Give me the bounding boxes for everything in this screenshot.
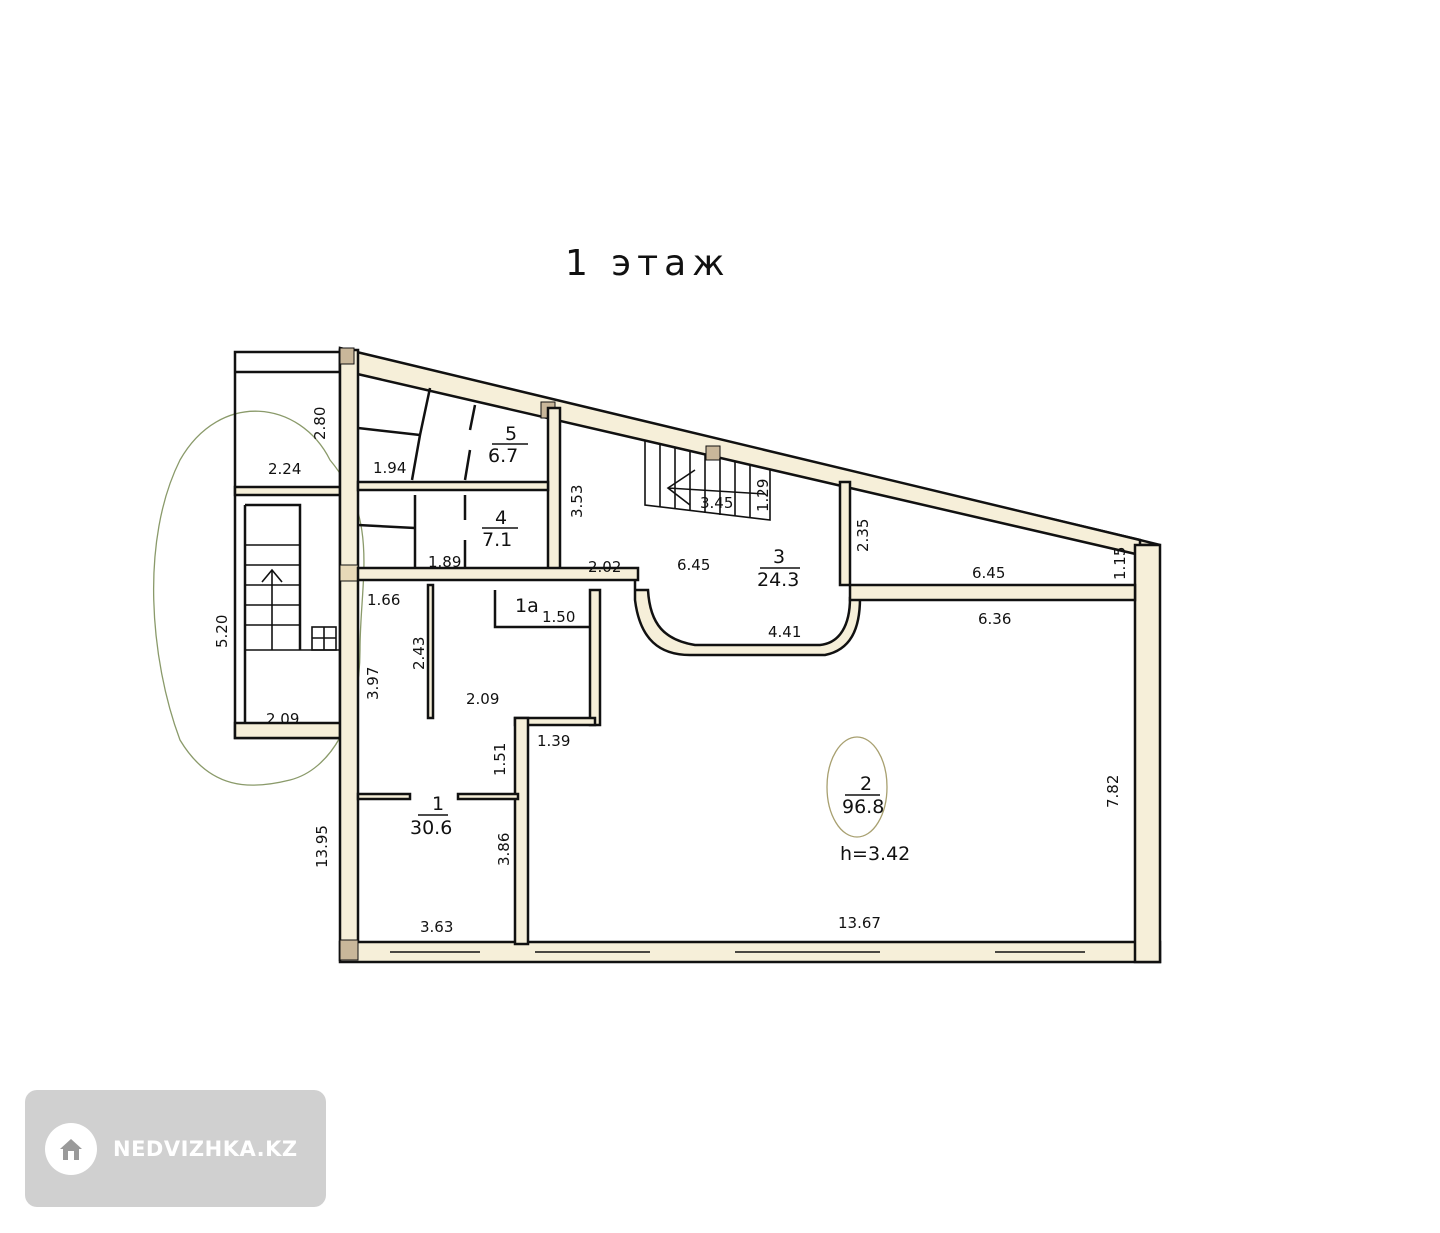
dim: 1.66 — [367, 591, 400, 609]
stair-annex — [233, 350, 342, 740]
room-5-area: 6.7 — [488, 445, 518, 467]
dim: 6.45 — [972, 564, 1005, 582]
room-4-area: 7.1 — [482, 529, 512, 551]
dim: 1.15 — [1111, 547, 1129, 580]
dim: 2.09 — [266, 710, 299, 728]
dim: 1.51 — [491, 743, 509, 776]
dim: 3.86 — [495, 833, 513, 866]
room-1a-number: 1a — [515, 595, 539, 617]
dim: 13.95 — [313, 825, 331, 868]
dim: 1.29 — [754, 479, 772, 512]
dim: 1.94 — [373, 459, 406, 477]
floor-title: 1 этаж — [565, 243, 731, 284]
room-labels: 1 30.6 1a 2 96.8 h=3.42 3 24.3 4 7.1 5 6… — [410, 423, 910, 865]
pencil-outline — [153, 410, 365, 786]
dim: 6.45 — [677, 556, 710, 574]
dim: 2.35 — [854, 519, 872, 552]
room-1-number: 1 — [432, 793, 444, 815]
watermark-badge: NEDVIZHKA.KZ — [25, 1090, 326, 1207]
dim: 2.02 — [588, 558, 621, 576]
room-3-area: 24.3 — [757, 569, 799, 591]
room-3-number: 3 — [773, 546, 785, 568]
dim: 3.97 — [364, 667, 382, 700]
dim: 1.89 — [428, 553, 461, 571]
room-2-height: h=3.42 — [840, 843, 910, 865]
watermark-text: NEDVIZHKA.KZ — [113, 1136, 298, 1161]
dim: 13.67 — [838, 914, 881, 932]
dim: 5.20 — [213, 615, 231, 648]
room-5-number: 5 — [505, 423, 517, 445]
dim: 1.39 — [537, 732, 570, 750]
dim: 6.36 — [978, 610, 1011, 628]
dim: 2.24 — [268, 460, 301, 478]
dim: 3.45 — [700, 494, 733, 512]
dim: 3.53 — [568, 485, 586, 518]
dim: 4.41 — [768, 623, 801, 641]
room-1-area: 30.6 — [410, 817, 452, 839]
room-4-number: 4 — [495, 507, 507, 529]
dim: 7.82 — [1104, 775, 1122, 808]
pencil-circle — [826, 736, 888, 838]
interior-walls — [356, 387, 1137, 946]
outer-walls — [338, 346, 1162, 964]
dim: 2.43 — [410, 637, 428, 670]
dimension-labels: 2.80 2.24 1.94 3.53 1.89 5.20 1.66 1.50 … — [213, 407, 1129, 936]
dim: 3.63 — [420, 918, 453, 936]
dim: 2.09 — [466, 690, 499, 708]
room-2-number: 2 — [860, 773, 872, 795]
home-icon — [45, 1122, 97, 1175]
room-2-area: 96.8 — [842, 796, 884, 818]
dim: 1.50 — [542, 608, 575, 626]
dim: 2.80 — [311, 407, 329, 440]
